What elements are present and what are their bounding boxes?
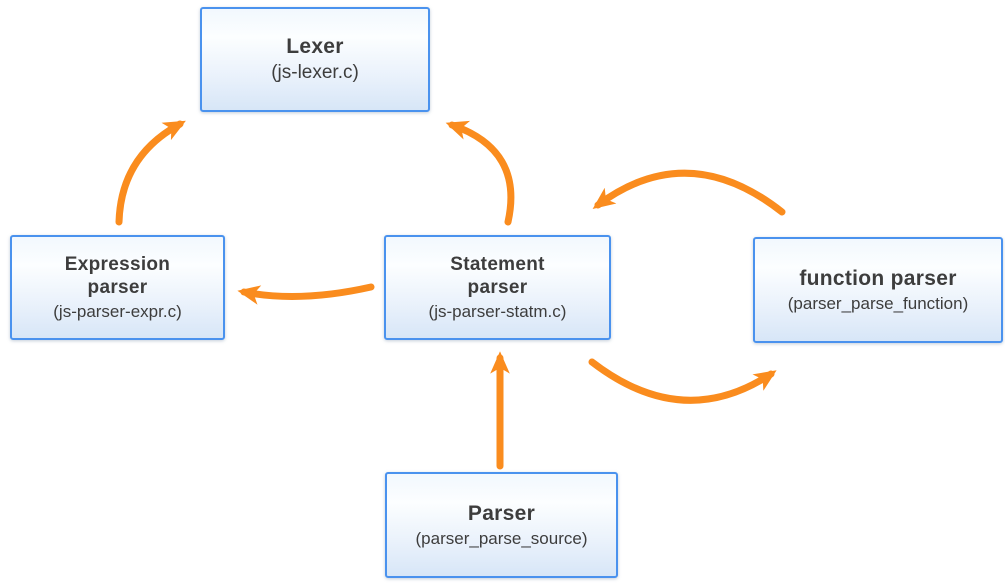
node-statement-parser: Statement parser (js-parser-statm.c) — [384, 235, 611, 340]
arrow-statement-parser-to-function-parser — [588, 358, 777, 404]
node-parser-title: Parser — [467, 501, 536, 525]
node-lexer-subtitle: (js-lexer.c) — [271, 62, 359, 84]
node-expression-parser-title: Expression parser — [64, 253, 171, 298]
node-lexer: Lexer (js-lexer.c) — [200, 7, 430, 112]
arrow-function-parser-to-statement-parser — [592, 169, 786, 216]
node-statement-parser-title: Statement parser — [450, 253, 545, 298]
node-parser: Parser (parser_parse_source) — [385, 472, 618, 578]
node-function-parser: function parser (parser_parse_function) — [753, 237, 1003, 343]
node-expression-parser: Expression parser (js-parser-expr.c) — [10, 235, 225, 340]
node-function-parser-title: function parser — [799, 266, 957, 290]
node-statement-parser-subtitle: (js-parser-statm.c) — [428, 301, 567, 321]
node-expression-parser-subtitle: (js-parser-expr.c) — [53, 301, 182, 321]
node-function-parser-subtitle: (parser_parse_function) — [787, 294, 969, 314]
arrow-statement-parser-to-lexer — [445, 120, 515, 226]
arrow-statement-parser-to-expression-parser — [237, 283, 375, 305]
node-parser-subtitle: (parser_parse_source) — [415, 529, 588, 549]
arrow-expression-parser-to-lexer — [115, 120, 186, 226]
node-lexer-title: Lexer — [286, 34, 344, 58]
